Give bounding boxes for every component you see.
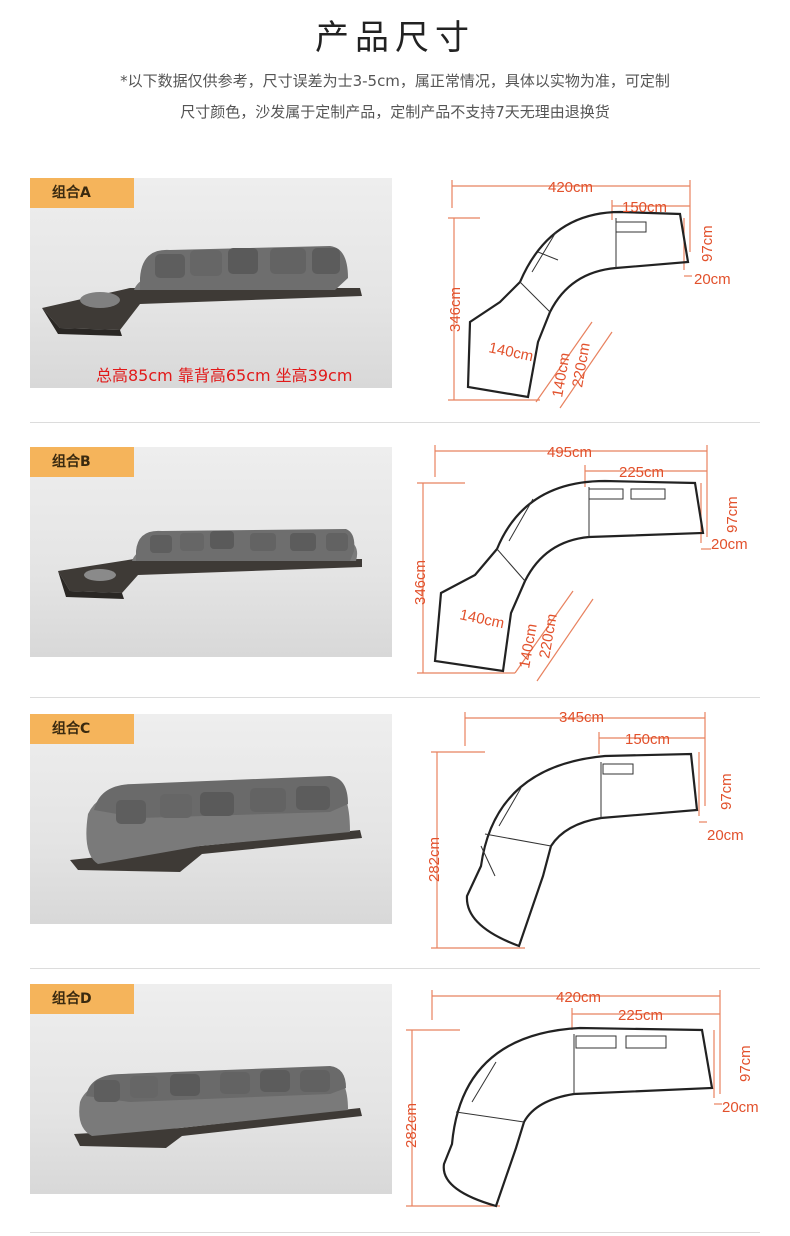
combo-b-dim-total-height: 346cm bbox=[412, 560, 429, 605]
combo-b-dim-right-depth: 97cm bbox=[724, 496, 741, 533]
sofa-b-illustration bbox=[58, 529, 362, 599]
combo-c-dim-total-width: 345cm bbox=[559, 709, 604, 726]
combo-c-dim-right-depth: 97cm bbox=[718, 773, 735, 810]
combo-d-dim-right-depth: 97cm bbox=[737, 1045, 754, 1082]
combo-a-floor-plan: 420cm 150cm 97cm 20cm 346cm 140cm 140cm … bbox=[447, 179, 731, 409]
combo-d-photo: 组合D bbox=[30, 984, 392, 1194]
combo-b-dim-arm: 20cm bbox=[711, 536, 748, 553]
combo-a-tag: 组合A bbox=[30, 178, 134, 208]
combo-c-floor-plan: 345cm 150cm 97cm 20cm 282cm bbox=[426, 709, 744, 949]
combo-d-dim-total-height: 282cm bbox=[403, 1103, 420, 1148]
combo-a-photo: 组合A 总高85cm 靠背高65cm 坐高39cm bbox=[30, 178, 392, 388]
combo-b-photo: 组合B bbox=[30, 447, 392, 657]
disclaimer-line-1: *以下数据仅供参考，尺寸误差为士3-5cm，属正常情况，具体以实物为准，可定制 bbox=[120, 72, 670, 90]
combo-c-photo: 组合C bbox=[30, 714, 392, 924]
sofa-a-illustration bbox=[42, 246, 362, 336]
combo-c-tag: 组合C bbox=[30, 714, 134, 744]
combo-a-dim-total-width: 420cm bbox=[548, 179, 593, 196]
combo-b-tag: 组合B bbox=[30, 447, 134, 477]
combo-b-dim-total-width: 495cm bbox=[547, 444, 592, 461]
combo-a-dim-right-width: 150cm bbox=[622, 199, 667, 216]
combo-b-floor-plan: 495cm 225cm 97cm 20cm 346cm 140cm 140cm … bbox=[412, 444, 748, 682]
disclaimer-line-2: 尺寸颜色，沙发属于定制产品，定制产品不支持7天无理由退换货 bbox=[180, 103, 610, 121]
combo-b-dim-end-depth: 140cm bbox=[516, 622, 541, 669]
combo-d-dim-arm: 20cm bbox=[722, 1099, 759, 1116]
section-divider bbox=[30, 1232, 760, 1233]
combo-c-dim-total-height: 282cm bbox=[426, 837, 443, 882]
combo-d-dim-right-width: 225cm bbox=[618, 1007, 663, 1024]
combo-a-dim-right-depth: 97cm bbox=[699, 225, 716, 262]
section-divider bbox=[30, 697, 760, 698]
combo-c-dim-right-width: 150cm bbox=[625, 731, 670, 748]
combo-a-dim-total-height: 346cm bbox=[447, 287, 464, 332]
page-title: 产品尺寸 bbox=[315, 18, 475, 58]
combo-d-floor-plan: 420cm 225cm 97cm 20cm 282cm bbox=[403, 989, 759, 1208]
combo-a-dim-arm: 20cm bbox=[694, 271, 731, 288]
combo-b-dim-end-width: 140cm bbox=[458, 606, 506, 632]
combo-c-dim-arm: 20cm bbox=[707, 827, 744, 844]
section-divider bbox=[30, 422, 760, 423]
sofa-c-illustration bbox=[70, 776, 362, 872]
combo-d-dim-total-width: 420cm bbox=[556, 989, 601, 1006]
combo-a-dim-end-depth: 140cm bbox=[549, 351, 574, 398]
section-divider bbox=[30, 968, 760, 969]
combo-a-heights: 总高85cm 靠背高65cm 坐高39cm bbox=[96, 366, 353, 385]
combo-b-dim-right-width: 225cm bbox=[619, 464, 664, 481]
sofa-d-illustration bbox=[74, 1066, 362, 1148]
combo-d-tag: 组合D bbox=[30, 984, 134, 1014]
combo-a-dim-end-width: 140cm bbox=[487, 339, 535, 365]
